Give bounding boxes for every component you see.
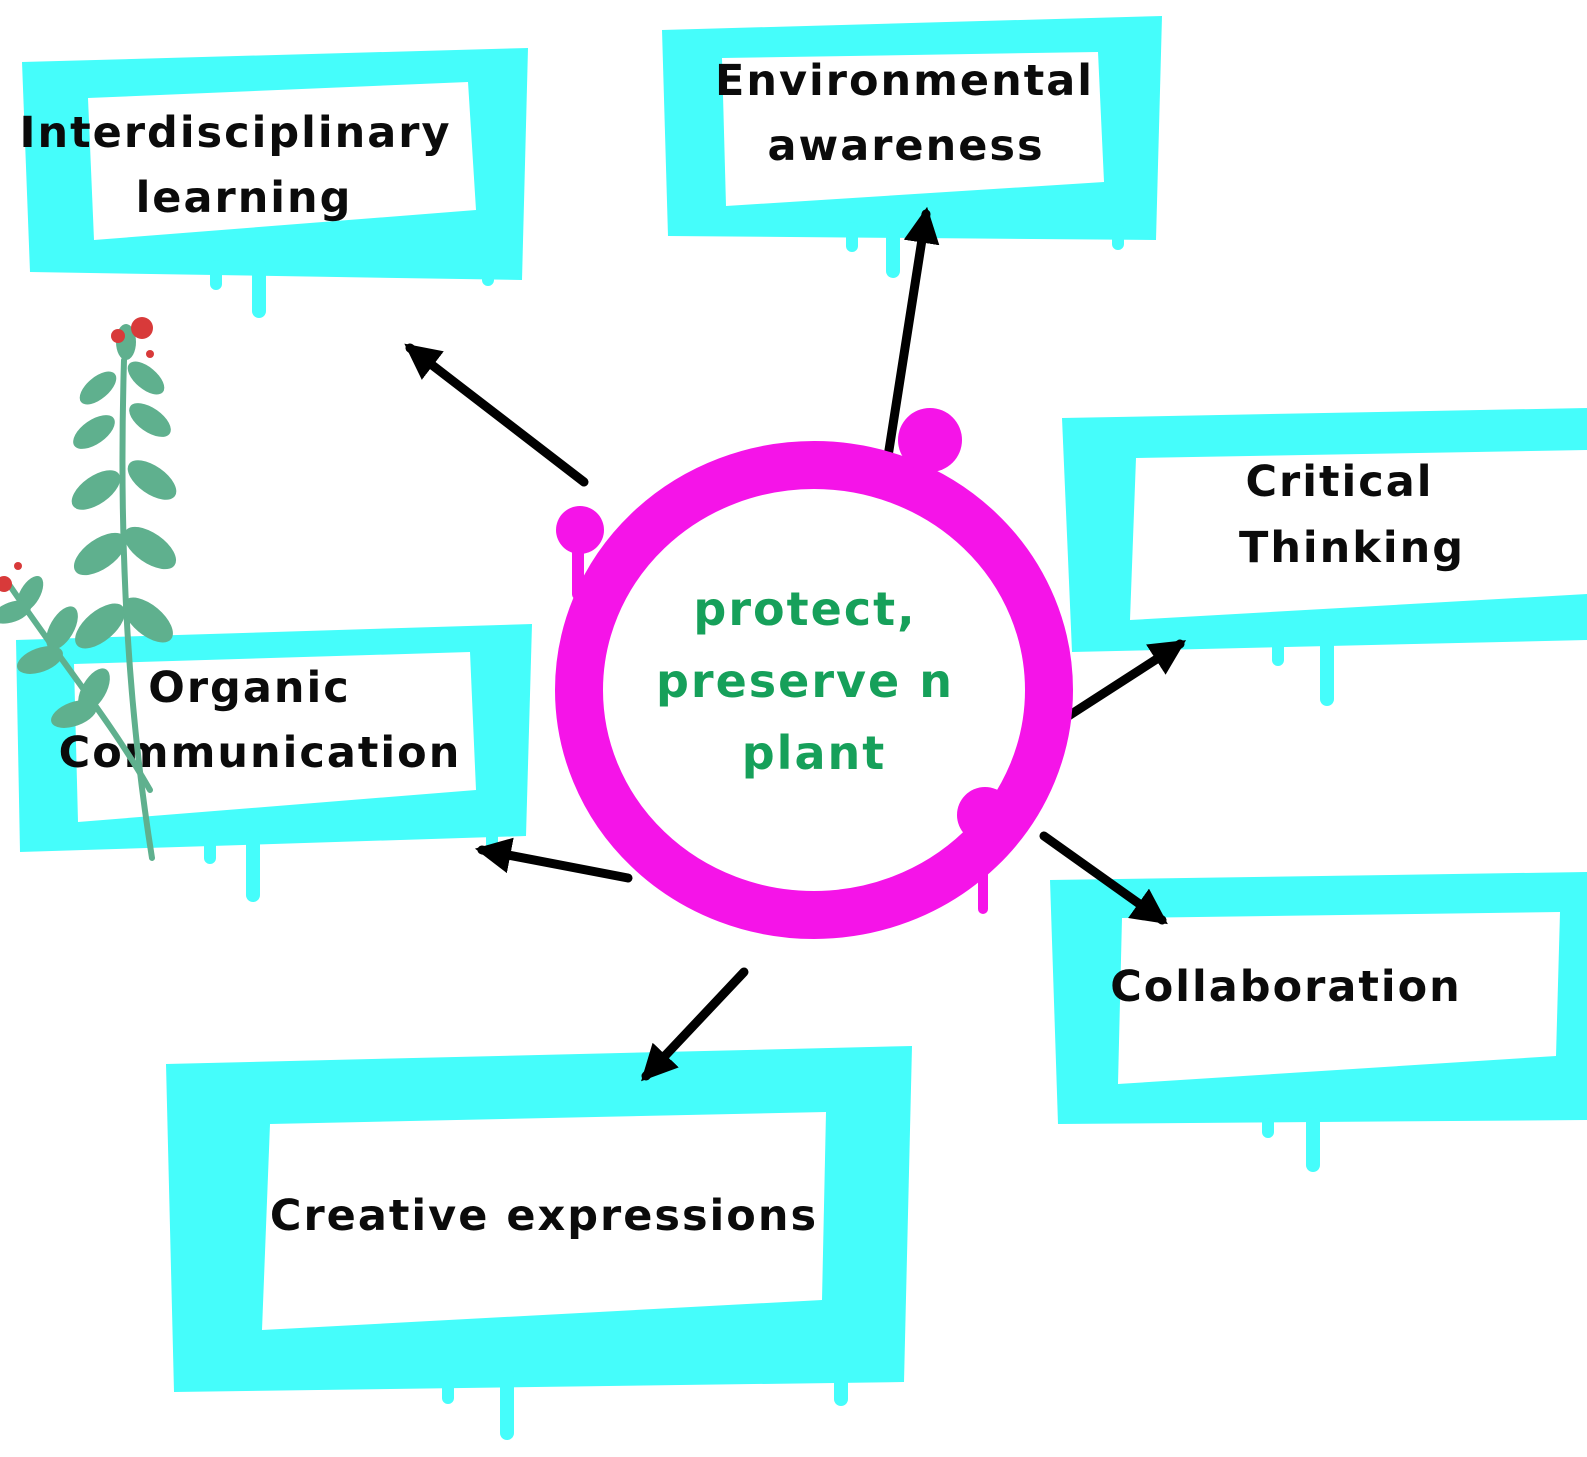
center-label-line: protect, <box>693 582 916 636</box>
arrow-to-organic <box>474 837 633 883</box>
node-label: Environmental awareness <box>715 56 1111 171</box>
node-label-line: Critical <box>1245 457 1433 507</box>
node-organic: Organic Communication <box>16 624 532 902</box>
center-node: protect, preserve n plant <box>555 408 1073 939</box>
node-label-line: learning <box>136 173 353 223</box>
node-label-line: Thinking <box>1239 523 1465 573</box>
berry-icon <box>131 317 153 339</box>
node-label-line: awareness <box>767 121 1044 171</box>
node-label-line: Organic <box>148 663 350 713</box>
node-label-line: Creative expressions <box>270 1191 818 1241</box>
node-creative: Creative expressions <box>166 1046 912 1440</box>
node-label-line: Environmental <box>715 56 1094 106</box>
arrow-to-creative <box>641 967 749 1082</box>
node-label: Critical Thinking <box>1239 457 1465 573</box>
berry-icon <box>111 329 125 343</box>
node-label: Creative expressions <box>270 1191 818 1241</box>
berry-icon <box>0 576 12 592</box>
center-label-line: preserve n <box>656 654 954 708</box>
center-ring <box>555 441 1073 939</box>
arrow-to-critical <box>1051 639 1187 729</box>
arrows <box>404 206 1187 1082</box>
node-label: Collaboration <box>1110 962 1462 1012</box>
leafy-branch-icon <box>0 317 177 861</box>
node-label: Interdisciplinary learning <box>20 108 469 223</box>
node-environmental: Environmental awareness <box>662 16 1162 278</box>
berry-icon <box>146 350 154 358</box>
center-label-line: plant <box>742 726 886 780</box>
node-label-line: Collaboration <box>1110 962 1462 1012</box>
node-label-line: Interdisciplinary <box>20 108 452 158</box>
berry-icon <box>14 562 22 570</box>
arrow-to-collaboration <box>1039 831 1168 925</box>
node-critical: Critical Thinking <box>1062 408 1587 706</box>
center-label: protect, preserve n plant <box>656 582 972 780</box>
arrow-to-environmental <box>879 206 940 487</box>
node-collaboration: Collaboration <box>1050 872 1587 1172</box>
arrow-to-interdisciplinary <box>404 343 589 487</box>
node-interdisciplinary: Interdisciplinary learning <box>20 48 528 318</box>
